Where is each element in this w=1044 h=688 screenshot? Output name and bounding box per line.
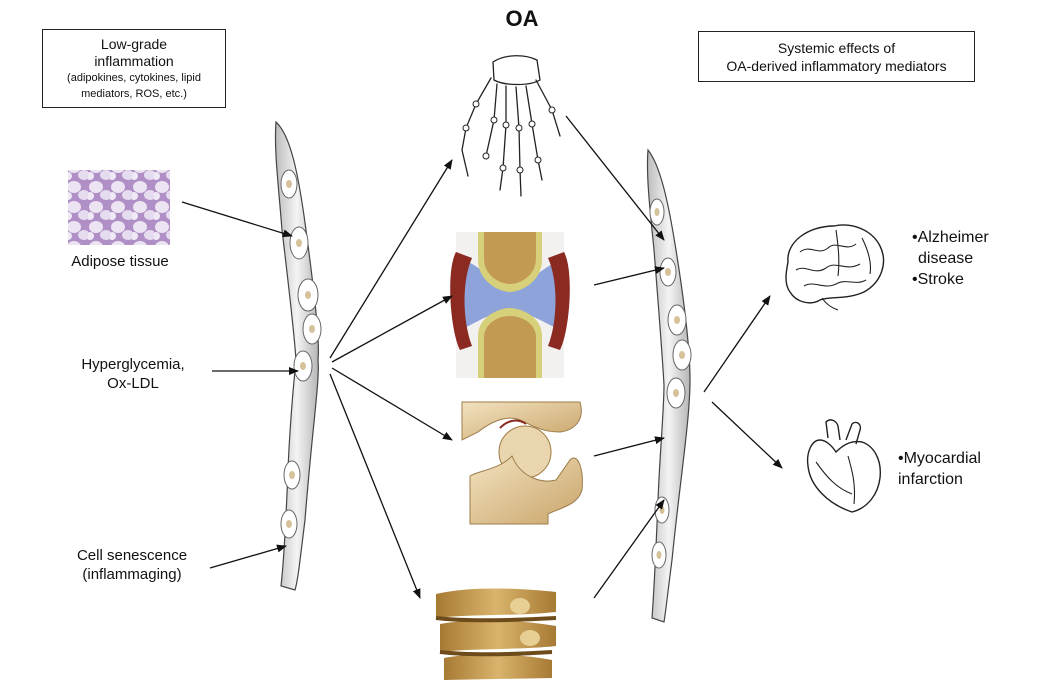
systemic-box-line2: OA-derived inflammatory mediators <box>726 58 947 74</box>
adipose-tissue-image <box>68 170 170 245</box>
box-detail-line2: mediators, ROS, etc.) <box>81 88 187 100</box>
arrow-to-hip <box>331 367 453 441</box>
senescence-line1: Cell senescence <box>76 547 188 564</box>
arrow-hip-to-vessel <box>593 436 665 457</box>
diagram-title: OA <box>505 6 539 31</box>
spine-image <box>432 586 562 680</box>
arrow-to-hand <box>329 159 453 359</box>
hyperglycemia-line2: Ox-LDL <box>107 375 159 392</box>
arrow-hand-to-vessel <box>565 115 665 241</box>
heart-outcome-line1: •Myocardial <box>898 450 981 467</box>
arrow-to-knee <box>331 295 453 363</box>
arrow-adipose <box>181 201 293 238</box>
hyperglycemia-line1: Hyperglycemia, <box>81 356 185 373</box>
brain-outcome-line2: disease <box>918 250 974 267</box>
heart-outcomes-label: •Myocardial infarction <box>898 448 981 490</box>
arrow-senescence <box>209 544 287 569</box>
heart-outcome-line2: infarction <box>898 471 963 488</box>
arrow-spine-to-vessel <box>593 499 665 599</box>
knee-joint-image <box>450 232 570 378</box>
brain-icon <box>785 224 885 311</box>
brain-outcome-line3: •Stroke <box>912 271 964 288</box>
low-grade-inflammation-box: Low-grade inflammation (adipokines, cyto… <box>42 29 226 108</box>
brain-outcomes-label: •Alzheimer disease •Stroke <box>912 227 989 290</box>
arrow-knee-to-vessel <box>593 266 665 286</box>
systemic-box-line1: Systemic effects of <box>777 40 896 56</box>
left-blood-vessel-icon <box>274 120 322 591</box>
box-heading-line2: inflammation <box>94 53 174 69</box>
systemic-effects-box: Systemic effects of OA-derived inflammat… <box>698 31 975 82</box>
hand-skeleton-icon <box>461 55 561 197</box>
adipose-tissue-label: Adipose tissue <box>71 253 169 270</box>
heart-icon <box>806 419 881 513</box>
cell-senescence-label: Cell senescence (inflammaging) <box>52 546 212 584</box>
arrow-vessel-to-brain <box>703 295 771 393</box>
box-heading-line1: Low-grade <box>100 36 168 52</box>
hip-joint-image <box>461 400 587 525</box>
arrow-to-spine <box>329 373 421 599</box>
box-detail-line1: (adipokines, cytokines, lipid <box>67 72 201 84</box>
senescence-line2: (inflammaging) <box>82 566 182 583</box>
right-blood-vessel-icon <box>646 148 692 623</box>
arrow-vessel-to-heart <box>711 401 783 469</box>
hyperglycemia-label: Hyperglycemia, Ox-LDL <box>62 355 204 393</box>
arrows <box>181 115 783 599</box>
brain-outcome-line1: •Alzheimer <box>912 229 989 246</box>
